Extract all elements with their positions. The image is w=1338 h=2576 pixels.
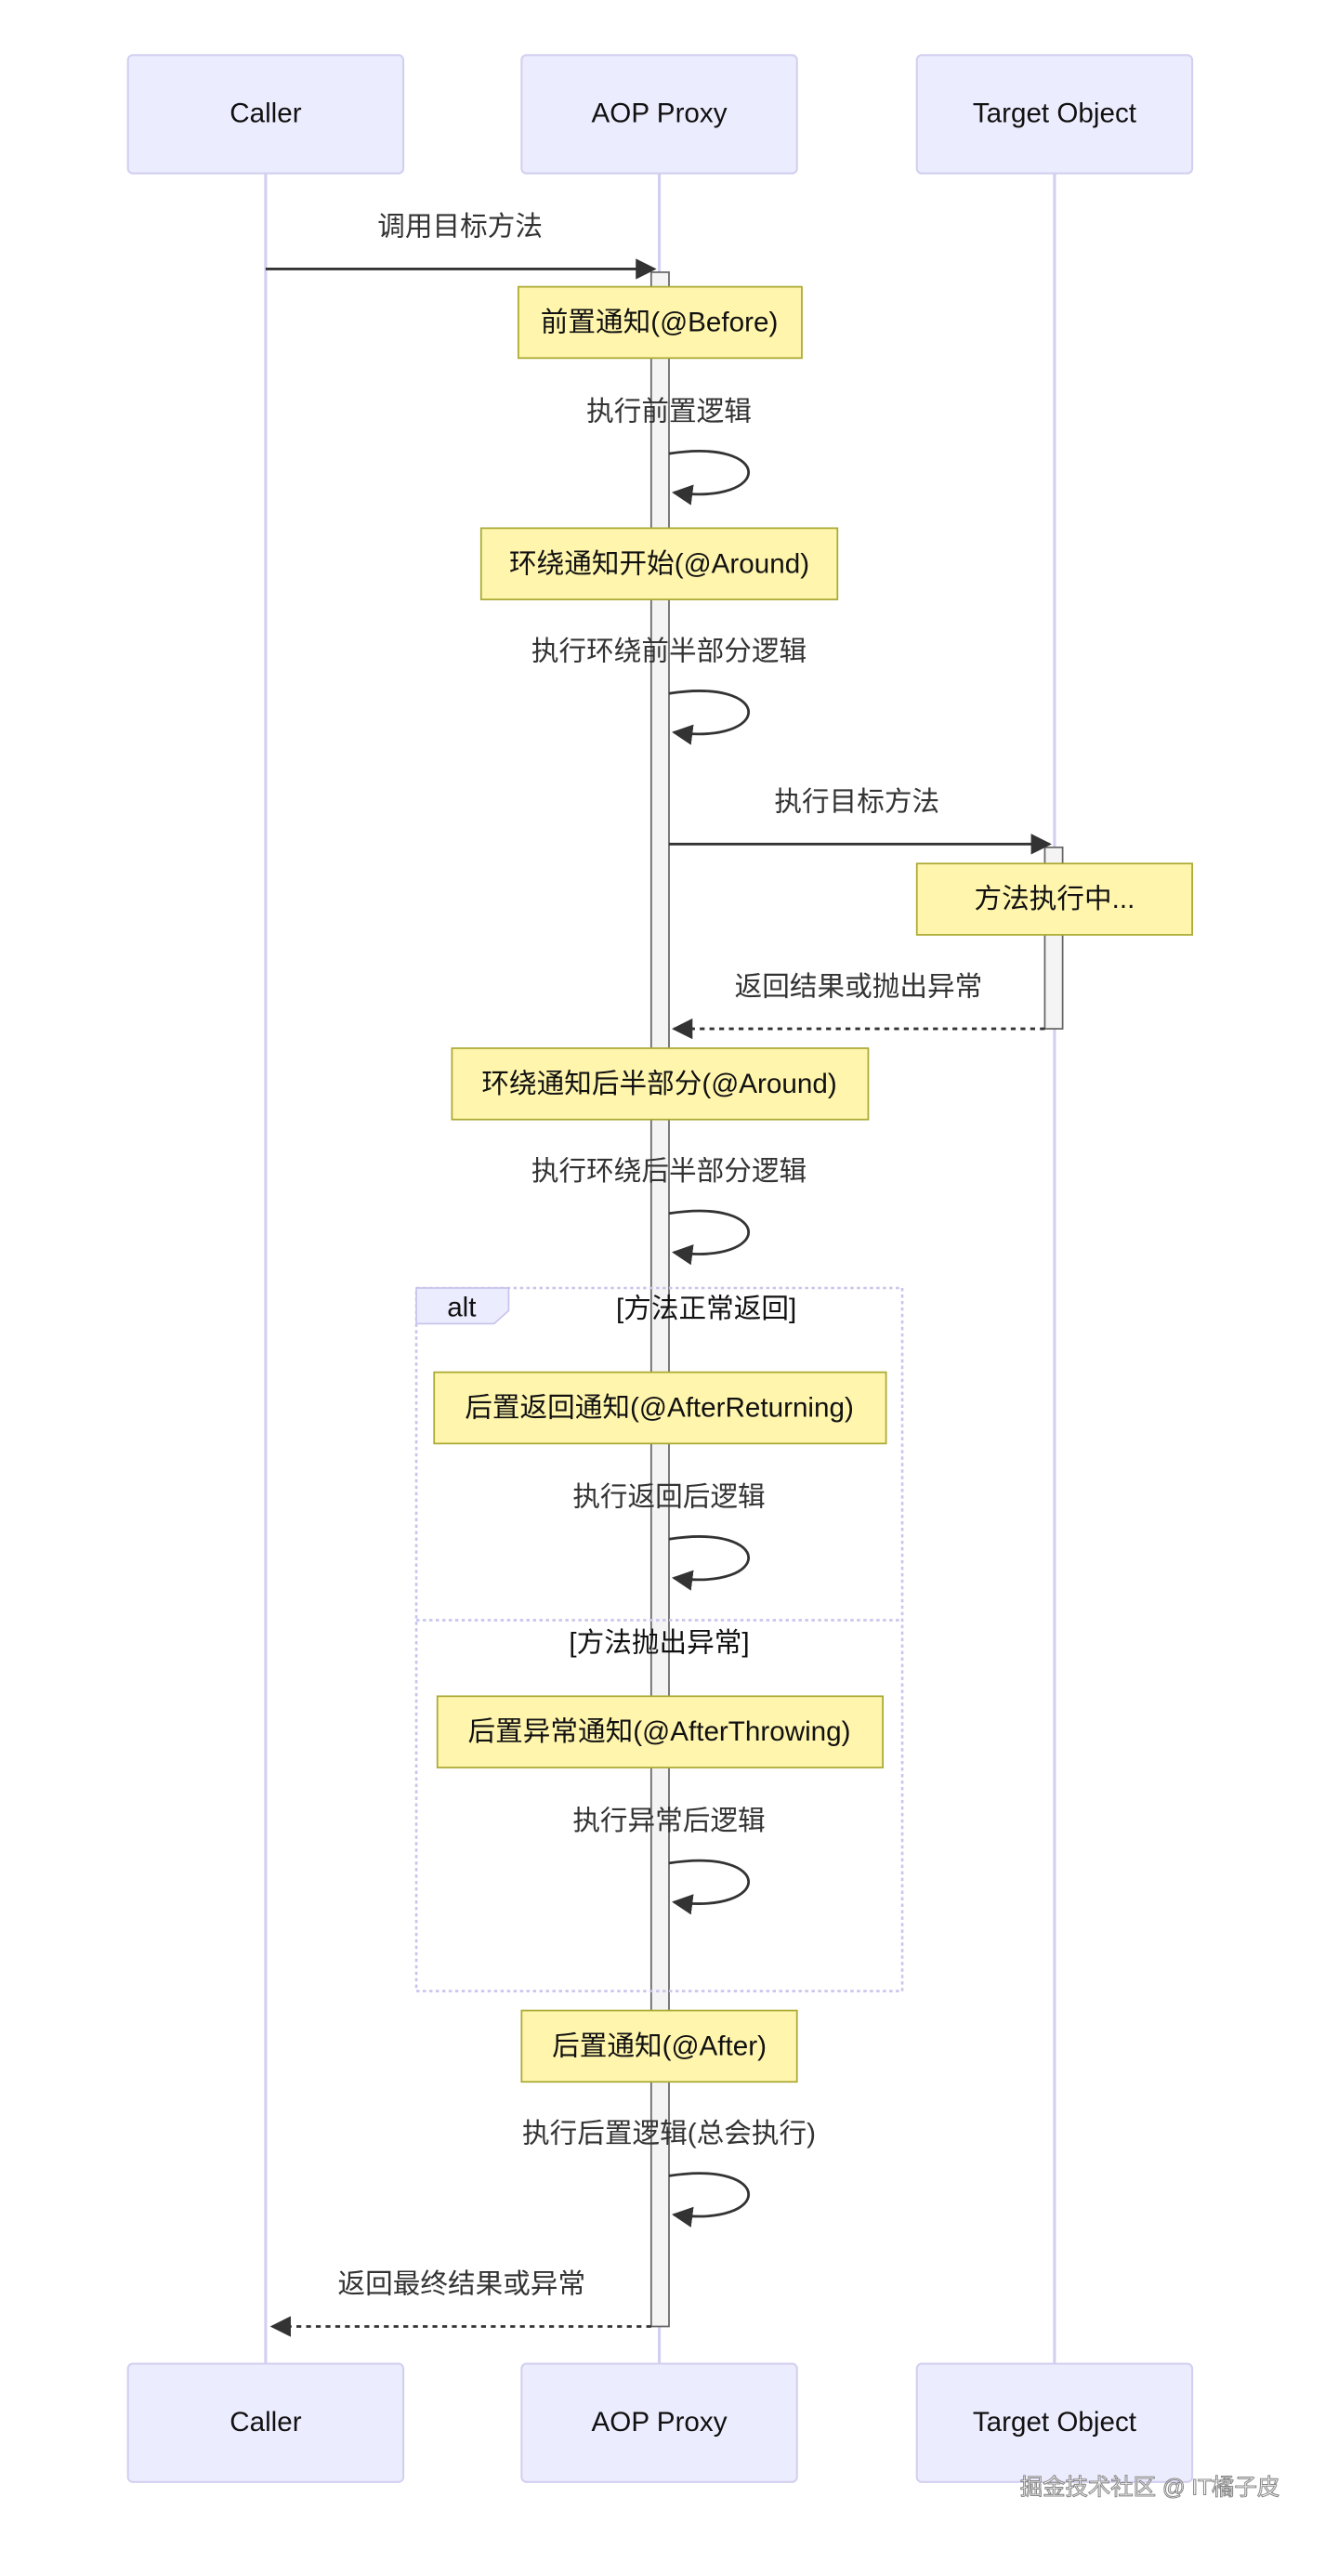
alt-block: alt [方法正常返回] [方法抛出异常] (414, 1286, 904, 1992)
alt-condition-normal: [方法正常返回] (616, 1294, 796, 1324)
self-arrow (668, 1535, 751, 1591)
message-label: 执行异常后逻辑 (572, 1806, 765, 1836)
note-text: 环绕通知后半部分(@Around) (481, 1069, 836, 1099)
message-label: 执行前置逻辑 (586, 396, 752, 427)
message-label: 返回结果或抛出异常 (735, 971, 983, 1002)
actor-caller-top: Caller (126, 54, 405, 175)
message-label: 返回最终结果或异常 (338, 2269, 586, 2300)
self-arrow (668, 1209, 751, 1266)
self-arrow (668, 2172, 751, 2228)
actor-label: AOP Proxy (592, 2407, 728, 2438)
actor-caller-bottom: Caller (126, 2362, 405, 2483)
message-label: 执行环绕前半部分逻辑 (531, 636, 807, 666)
actor-aop-proxy-bottom: AOP Proxy (520, 2362, 798, 2483)
actor-label: Caller (230, 2407, 302, 2438)
note-text: 前置通知(@Before) (541, 308, 779, 338)
self-arrow (668, 450, 751, 506)
actor-label: Target Object (973, 2407, 1137, 2438)
note-after: 后置通知(@After) (520, 2009, 798, 2083)
note-executing: 方法执行中... (915, 862, 1193, 936)
note-text: 后置通知(@After) (552, 2031, 767, 2061)
self-arrow (668, 690, 751, 745)
activation-aop-proxy (649, 271, 670, 2328)
actor-label: Target Object (973, 99, 1137, 129)
actor-target-object-top: Target Object (915, 54, 1194, 175)
actor-aop-proxy-top: AOP Proxy (520, 54, 798, 175)
note-after-throwing: 后置异常通知(@AfterThrowing) (436, 1695, 884, 1768)
message-label: 执行目标方法 (774, 787, 939, 818)
watermark: 掘金技术社区 @ IT橘子皮 (1020, 2475, 1280, 2500)
note-after-returning: 后置返回通知(@AfterReturning) (433, 1371, 887, 1445)
note-around-start: 环绕通知开始(@Around) (479, 527, 839, 600)
message-label: 执行后置逻辑(总会执行) (522, 2119, 816, 2149)
actor-label: Caller (230, 99, 302, 129)
alt-keyword: alt (447, 1292, 477, 1322)
actor-target-object-bottom: Target Object (915, 2362, 1194, 2483)
message-label: 执行环绕后半部分逻辑 (531, 1156, 807, 1187)
note-text: 后置返回通知(@AfterReturning) (465, 1393, 854, 1424)
message-label: 执行返回后逻辑 (572, 1481, 765, 1512)
note-around-end: 环绕通知后半部分(@Around) (451, 1047, 870, 1121)
self-arrow (668, 1859, 751, 1915)
note-text: 后置异常通知(@AfterThrowing) (468, 1716, 851, 1747)
note-text: 方法执行中... (975, 884, 1135, 914)
message-label: 调用目标方法 (377, 212, 543, 243)
alt-condition-exception: [方法抛出异常] (569, 1627, 749, 1658)
note-text: 环绕通知开始(@Around) (509, 548, 809, 579)
note-before: 前置通知(@Before) (517, 285, 803, 360)
actor-label: AOP Proxy (592, 99, 728, 129)
